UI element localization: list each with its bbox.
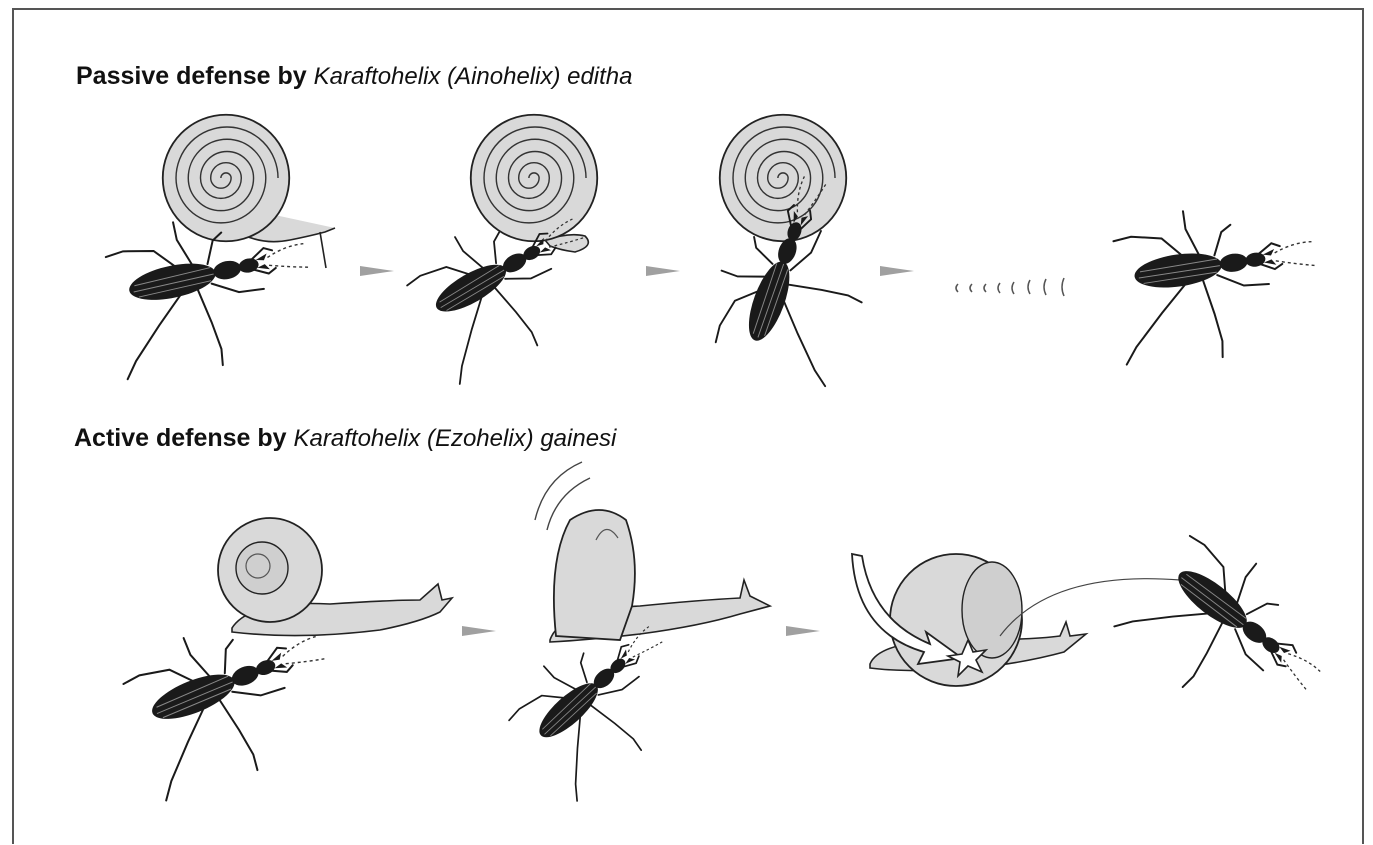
step-arrow-icon — [646, 266, 680, 276]
active-scene-2 — [495, 462, 770, 805]
step-arrow-icon — [360, 266, 394, 276]
passive-scene-3 — [697, 115, 896, 388]
active-scene-3 — [852, 554, 1180, 686]
ground-beetle-icon — [1107, 194, 1326, 370]
step-arrow-icon — [880, 266, 914, 276]
snail-shell-spiral-icon — [471, 115, 597, 241]
snail-shell-spiral-icon — [720, 115, 846, 241]
step-arrow-icon — [462, 626, 496, 636]
motion-lines — [956, 278, 1064, 296]
passive-scene-2 — [395, 115, 618, 389]
snail-shell-spiral-icon — [163, 115, 289, 241]
active-scene-1 — [112, 518, 452, 806]
passive-scene-1 — [98, 115, 335, 385]
ground-beetle-icon — [1111, 519, 1348, 748]
step-arrow-icon — [786, 626, 820, 636]
